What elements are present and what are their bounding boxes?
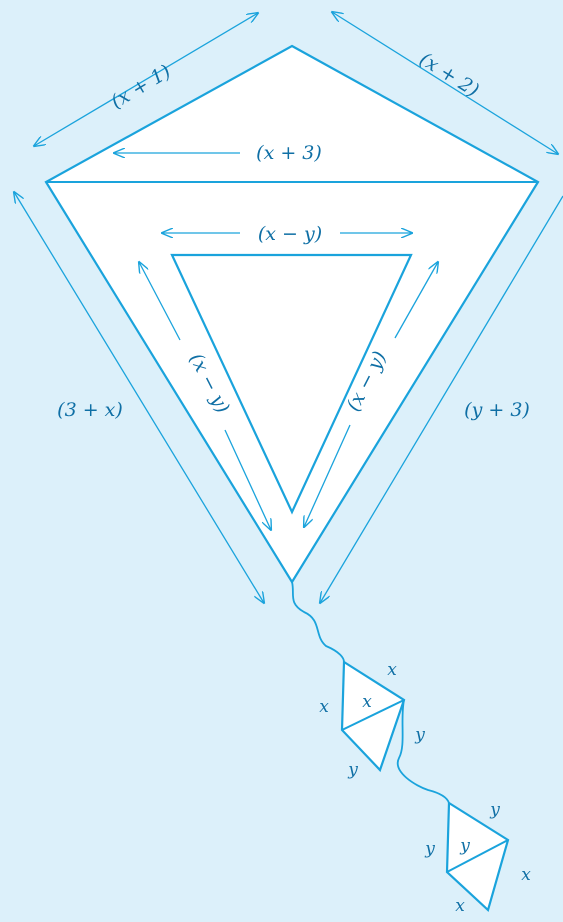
kite-string [291, 581, 450, 804]
tail-kite-1-label-left: x [319, 697, 329, 717]
tail-kite-1-label-right: y [414, 725, 425, 745]
label-upper-left-side: (x + 1) [107, 61, 175, 114]
arrow-upper-left-side [34, 13, 258, 146]
label-lower-right-side: (y + 3) [464, 399, 530, 421]
arrow-upper-right-side [332, 12, 558, 154]
tail-kite-1-label-top-right: x [387, 660, 397, 680]
label-horizontal-diagonal: (x + 3) [256, 142, 322, 164]
arrow-lower-right-side [320, 195, 563, 603]
tail-kite-1-label-bottom: y [347, 760, 358, 780]
tail-kite-2-label-inner: y [459, 836, 470, 856]
tail-kite-2-diagonal [446, 839, 509, 873]
label-lower-left-side: (3 + x) [57, 399, 123, 421]
arrow-inner-right-up [394, 262, 438, 339]
tail-kite-2-label-top-right: y [489, 800, 500, 820]
arrow-inner-left-up [139, 262, 181, 341]
tail-kite-2-label-bottom: x [455, 896, 465, 916]
tail-kite-2-label-right: x [521, 865, 531, 885]
label-inner-top: (x − y) [258, 223, 322, 245]
tail-kite-1-label-inner: x [362, 692, 372, 712]
arrow-inner-right-down [304, 424, 351, 527]
arrow-lower-left-side [14, 192, 264, 603]
arrow-inner-left-down [224, 429, 271, 530]
tail-kite-2-label-left: y [424, 839, 435, 859]
tail-kite-1-diagonal [341, 699, 405, 731]
label-upper-right-side: (x + 2) [416, 48, 483, 101]
